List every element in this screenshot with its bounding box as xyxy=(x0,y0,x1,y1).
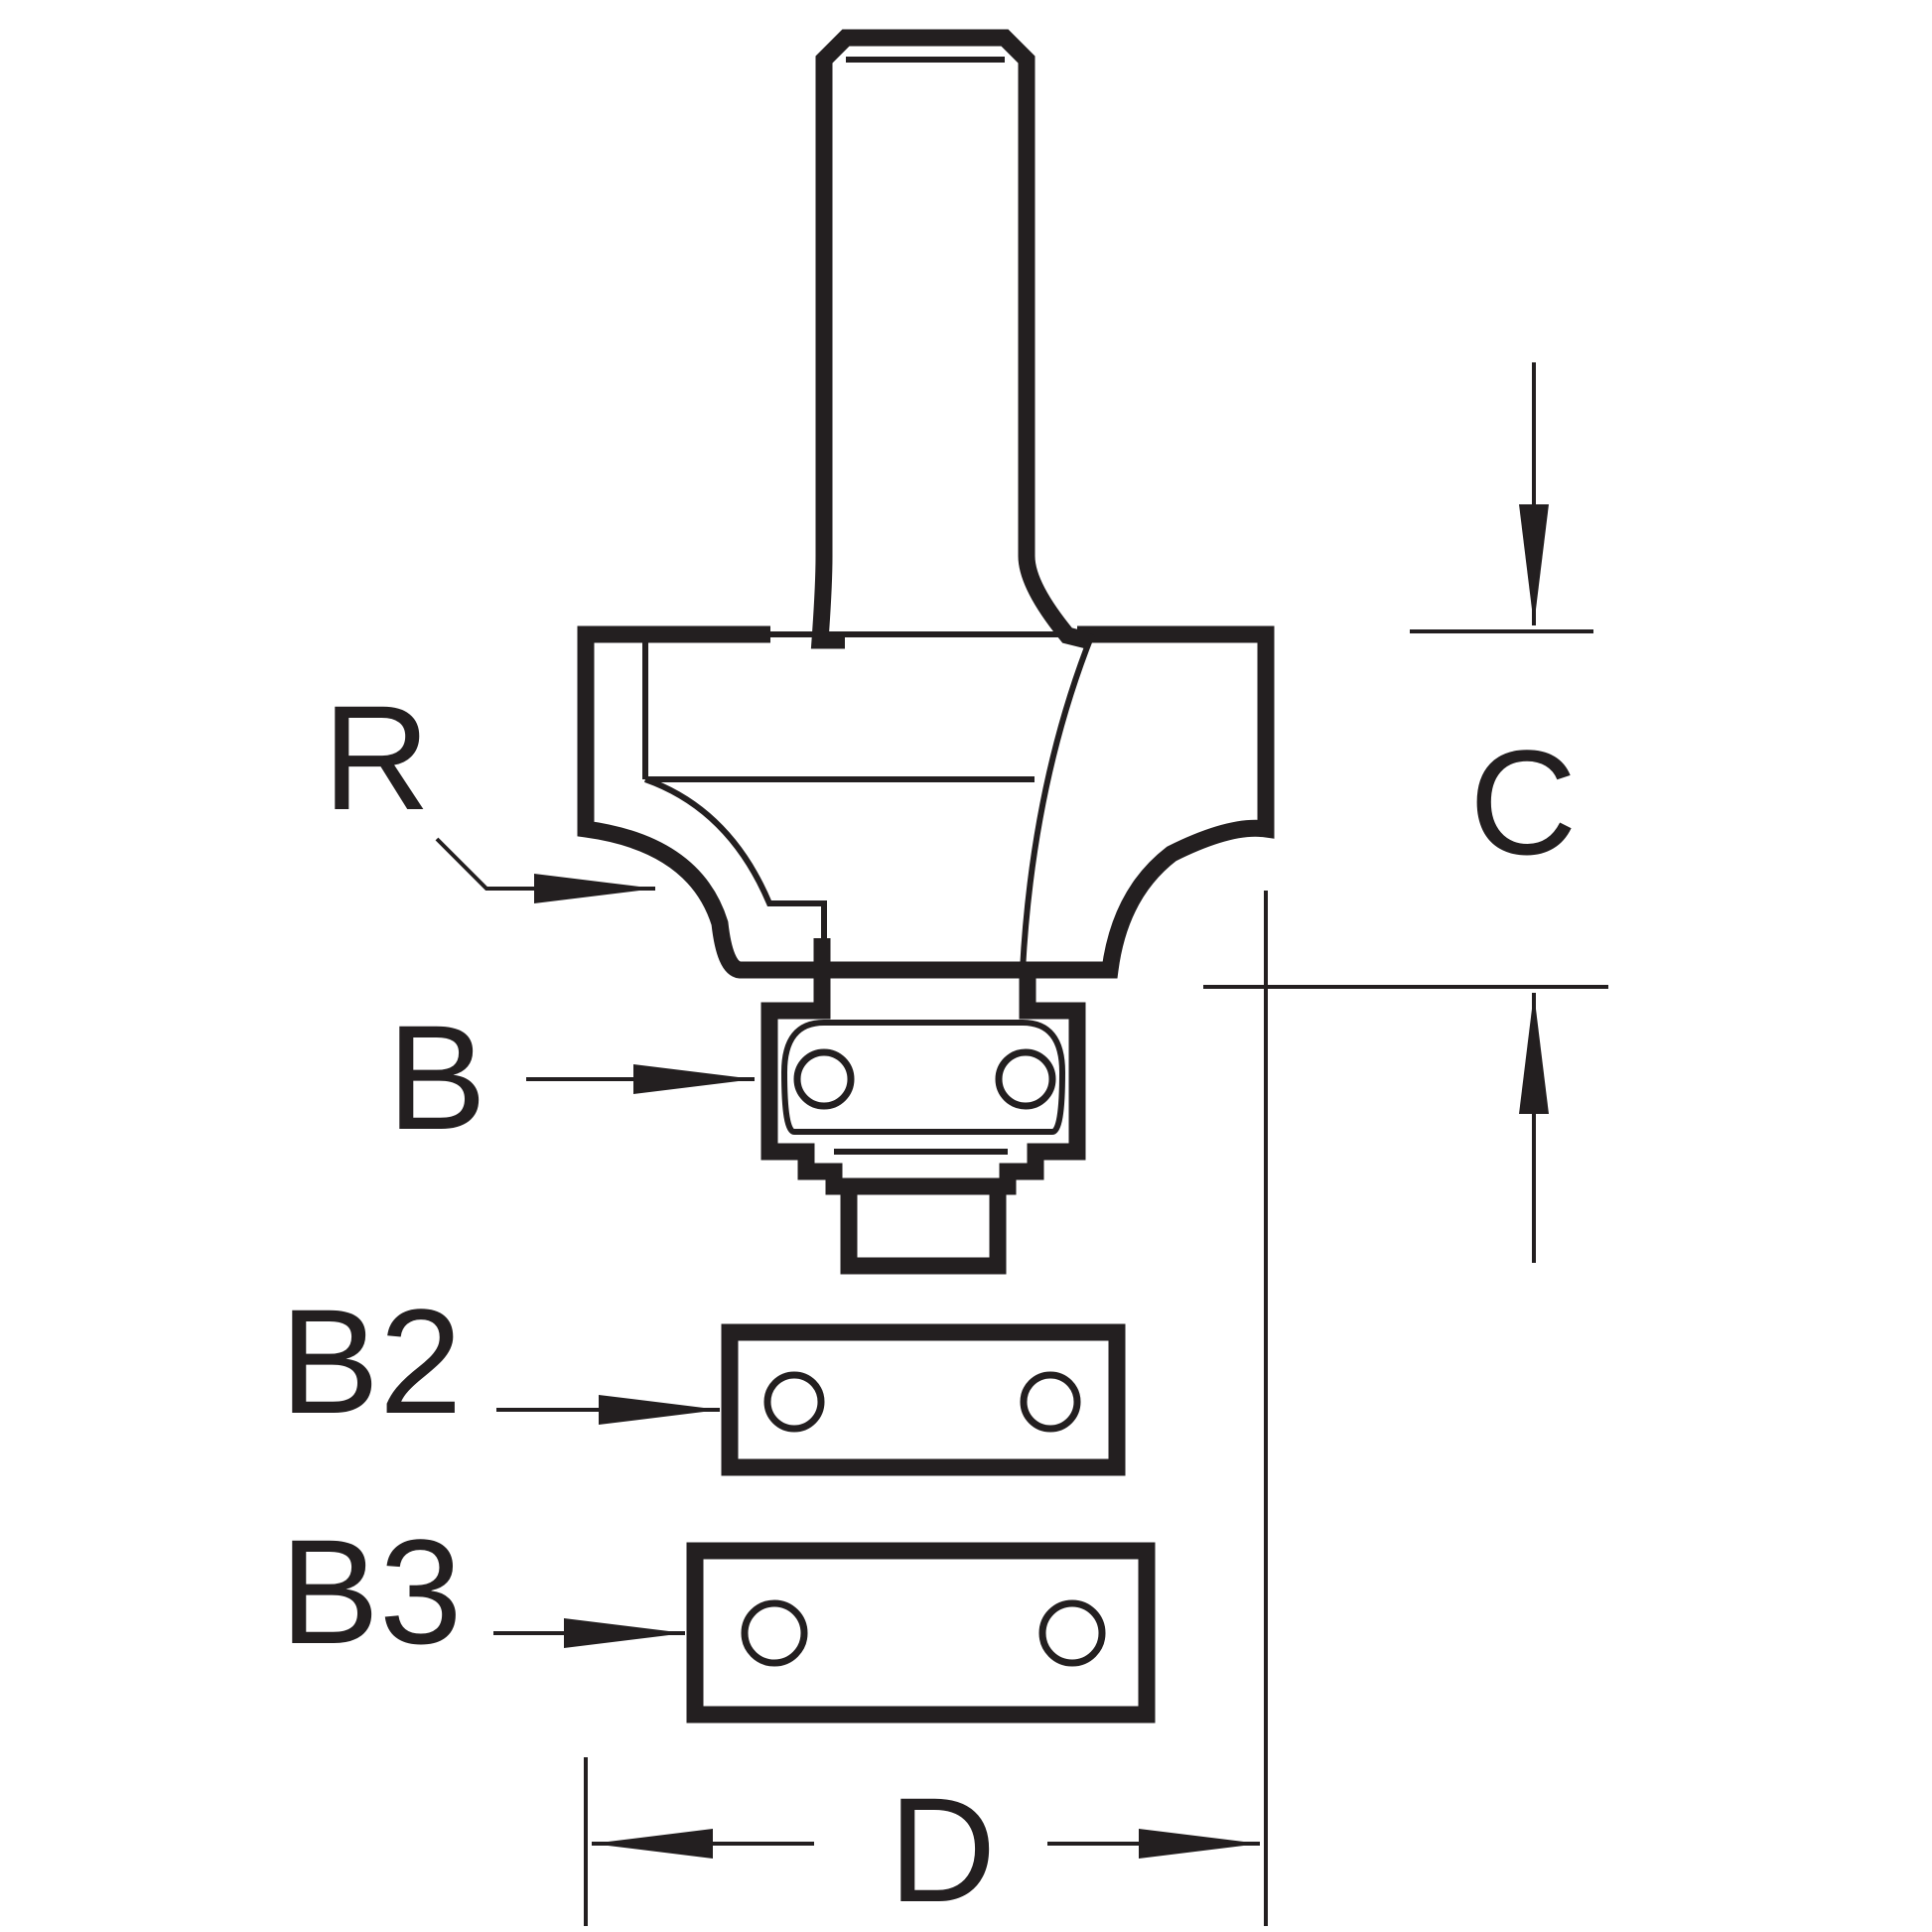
cutter-body-outline xyxy=(577,625,1275,979)
label-r: R xyxy=(323,674,430,841)
bearing-b2-hole-right xyxy=(1020,1371,1081,1433)
router-bit xyxy=(577,29,1275,979)
cutter-blade-curve xyxy=(1020,632,1095,971)
label-c: C xyxy=(1469,719,1577,886)
arrowhead-d-right xyxy=(1139,1829,1260,1859)
label-d: D xyxy=(889,1766,996,1932)
arrowhead-d-left xyxy=(592,1829,713,1859)
leader-b3 xyxy=(493,1618,685,1648)
arrowhead-b2 xyxy=(599,1395,720,1425)
bearing-b3-rect xyxy=(686,1542,1156,1724)
leader-r xyxy=(435,837,655,903)
arrowhead-b xyxy=(633,1064,755,1094)
leader-b xyxy=(526,1064,755,1094)
arrowhead-c-bottom xyxy=(1519,993,1549,1114)
bearing-b-assembly xyxy=(760,978,1086,1275)
bearing-b2-rect xyxy=(721,1323,1126,1476)
bearing-b3-hole-left xyxy=(741,1599,808,1667)
bearing-b2 xyxy=(721,1323,1126,1476)
bearing-b-hole-right xyxy=(995,1048,1056,1110)
label-b2: B2 xyxy=(280,1278,462,1445)
bearing-b-inner xyxy=(780,1020,1066,1135)
bearing-screw xyxy=(840,1186,1007,1275)
bearing-b-hole-left xyxy=(793,1048,855,1110)
leader-b2 xyxy=(496,1395,720,1425)
cutter-profile-curve xyxy=(644,776,827,953)
bearing-b2-hole-left xyxy=(763,1371,825,1433)
bearing-b3-hole-right xyxy=(1038,1599,1106,1667)
shank-outline xyxy=(810,29,1090,649)
label-b: B xyxy=(387,994,486,1161)
dimension-d xyxy=(584,891,1268,1926)
arrowhead-r xyxy=(534,874,655,903)
dimension-c xyxy=(1203,362,1608,1263)
label-b3: B3 xyxy=(280,1508,462,1675)
bearing-b-outline xyxy=(760,978,1086,1195)
arrowhead-b3 xyxy=(564,1618,685,1648)
arrowhead-c-top xyxy=(1519,504,1549,625)
bearing-b3 xyxy=(686,1542,1156,1724)
